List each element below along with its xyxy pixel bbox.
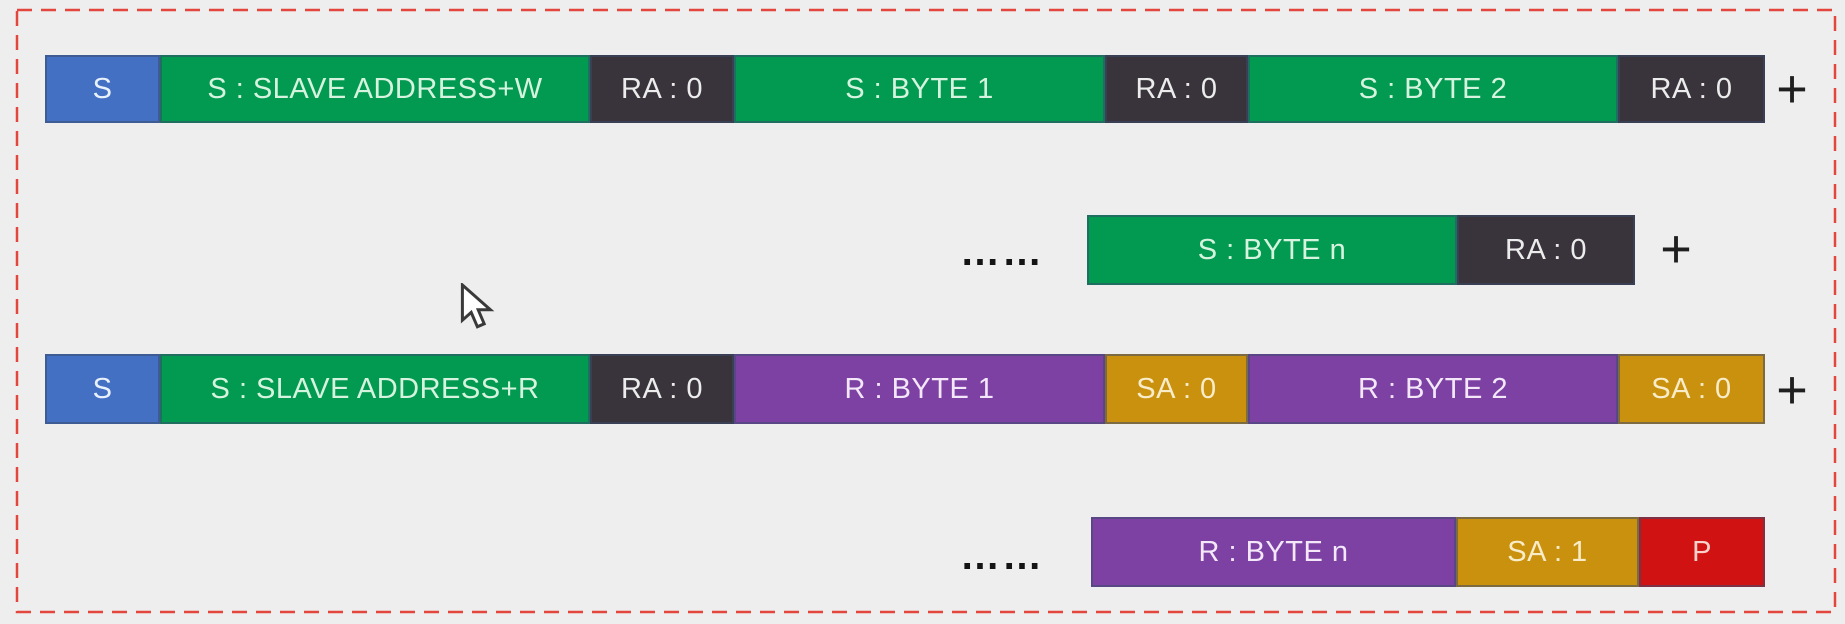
- block-send-ack: SA : 1: [1456, 517, 1639, 587]
- block-send-ack: SA : 0: [1105, 354, 1248, 424]
- block-send-data: S : BYTE 1: [734, 55, 1105, 123]
- block-send-data: S : BYTE n: [1087, 215, 1457, 285]
- block-recv-ack: RA : 0: [590, 354, 734, 424]
- block-start: S: [45, 354, 160, 424]
- plus-sign: +: [1660, 219, 1692, 279]
- mouse-cursor-icon: [460, 283, 495, 329]
- block-read-data: R : BYTE 2: [1248, 354, 1618, 424]
- block-stop: P: [1639, 517, 1765, 587]
- block-recv-ack: RA : 0: [1618, 55, 1765, 123]
- plus-sign: +: [1776, 360, 1808, 420]
- block-send-data: S : BYTE 2: [1248, 55, 1618, 123]
- block-send-ack: SA : 0: [1618, 354, 1765, 424]
- continuation-ellipsis: ……: [960, 534, 1044, 578]
- block-recv-ack: RA : 0: [590, 55, 734, 123]
- continuation-ellipsis: ……: [960, 230, 1044, 274]
- block-recv-ack: RA : 0: [1105, 55, 1248, 123]
- block-start: S: [45, 55, 160, 123]
- block-send-data: S : SLAVE ADDRESS+R: [160, 354, 590, 424]
- block-read-data: R : BYTE 1: [734, 354, 1105, 424]
- block-send-data: S : SLAVE ADDRESS+W: [160, 55, 590, 123]
- block-recv-ack: RA : 0: [1457, 215, 1635, 285]
- block-read-data: R : BYTE n: [1091, 517, 1456, 587]
- plus-sign: +: [1776, 59, 1808, 119]
